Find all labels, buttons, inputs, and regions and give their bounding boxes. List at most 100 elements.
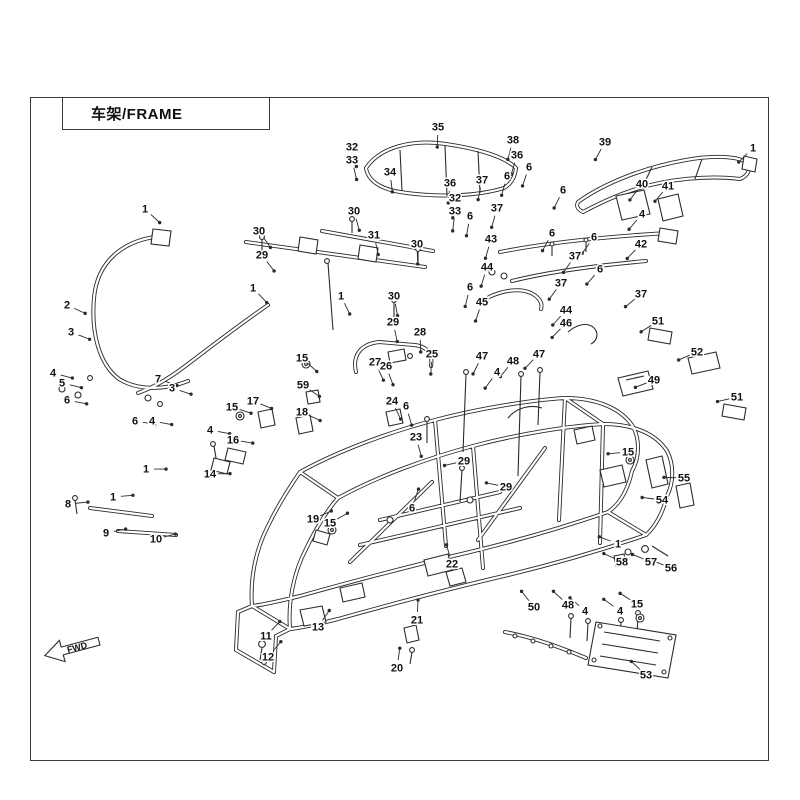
part-callout-1: 1 — [250, 283, 256, 295]
callout-leader — [466, 223, 470, 236]
callout-dot — [354, 164, 359, 169]
part-callout-33: 33 — [346, 155, 358, 167]
callout-leader — [500, 366, 509, 377]
part-callout-1: 1 — [143, 464, 149, 476]
part-callout-6: 6 — [403, 401, 409, 413]
part-callout-12: 12 — [262, 652, 274, 664]
callout-dot — [419, 350, 423, 354]
diagram-border — [30, 97, 769, 761]
part-callout-37: 37 — [555, 278, 567, 290]
part-callout-36: 36 — [511, 150, 523, 162]
callout-dot — [602, 551, 606, 556]
callout-dot — [623, 304, 628, 309]
part-callout-4: 4 — [207, 425, 214, 437]
callout-leader — [344, 303, 351, 315]
part-callout-38: 38 — [507, 135, 519, 147]
fwd-arrow: FWD — [43, 636, 101, 663]
part-callout-30: 30 — [253, 226, 265, 238]
part-callout-1: 1 — [110, 492, 116, 504]
callout-dot — [639, 330, 643, 334]
part-callout-1: 1 — [338, 291, 344, 303]
callout-dot — [79, 385, 84, 390]
part-callout-15: 15 — [622, 447, 634, 459]
callout-dot — [279, 639, 283, 644]
part-callout-30: 30 — [411, 239, 423, 251]
callout-dot — [376, 252, 380, 257]
callout-dot — [451, 216, 455, 220]
part-callout-36: 36 — [444, 178, 456, 190]
callout-dot — [381, 378, 386, 382]
part-callout-19: 19 — [307, 514, 319, 526]
callout-dot — [442, 463, 447, 468]
part-callout-22: 22 — [446, 559, 458, 571]
callout-leader — [542, 239, 549, 251]
callout-dot — [354, 177, 359, 182]
callout-dot — [329, 509, 334, 513]
part-callout-43: 43 — [485, 234, 497, 246]
callout-leader — [586, 274, 596, 285]
callout-dot — [471, 372, 475, 376]
callout-dot — [123, 527, 128, 531]
callout-dot — [398, 646, 402, 650]
callout-dot — [173, 532, 178, 536]
callout-leader — [320, 510, 332, 517]
callout-leader — [217, 431, 230, 435]
callout-dot — [627, 227, 631, 231]
part-callout-6: 6 — [591, 232, 597, 244]
part-callout-42: 42 — [635, 239, 647, 251]
part-callout-18: 18 — [296, 407, 308, 419]
callout-dot — [347, 312, 352, 316]
part-callout-4: 4 — [582, 606, 589, 618]
callout-leader — [266, 261, 275, 272]
callout-dot — [409, 423, 414, 427]
callout-dot — [597, 535, 602, 539]
part-callout-45: 45 — [476, 297, 488, 309]
callout-dot — [585, 282, 589, 286]
part-callout-25: 25 — [426, 349, 438, 361]
callout-dot — [429, 372, 433, 376]
callout-dot — [633, 385, 638, 390]
callout-leader — [635, 382, 647, 388]
callout-leader — [654, 191, 664, 202]
part-callout-4: 4 — [494, 367, 501, 379]
callout-leader — [631, 661, 641, 670]
part-callout-6: 6 — [526, 162, 532, 174]
callout-dot — [327, 608, 331, 613]
part-callout-4: 4 — [50, 368, 57, 380]
callout-dot — [464, 233, 469, 238]
callout-leader — [480, 274, 486, 287]
callout-dot — [561, 270, 566, 275]
callout-dot — [131, 493, 135, 497]
callout-leader — [452, 218, 455, 231]
callout-leader — [355, 218, 360, 231]
part-callout-56: 56 — [665, 563, 677, 575]
part-callout-20: 20 — [391, 663, 403, 675]
callout-leader — [239, 409, 252, 414]
callout-leader — [628, 219, 638, 230]
part-callout-15: 15 — [226, 402, 238, 414]
callout-leader — [510, 162, 516, 175]
callout-dot — [473, 319, 478, 323]
callout-dot — [164, 467, 168, 471]
callout-leader — [159, 421, 172, 425]
part-callout-1: 1 — [615, 539, 621, 551]
callout-dot — [395, 339, 399, 344]
callout-dot — [737, 160, 741, 164]
part-callout-29: 29 — [500, 482, 512, 494]
callout-dot — [249, 411, 253, 415]
part-callout-6: 6 — [132, 416, 138, 428]
callout-dot — [629, 659, 634, 664]
callout-leader — [78, 334, 90, 340]
callout-dot — [416, 487, 421, 491]
callout-dot — [251, 441, 255, 445]
callout-leader — [625, 298, 636, 307]
callout-dot — [318, 418, 322, 423]
part-callout-28: 28 — [414, 327, 426, 339]
part-callout-54: 54 — [656, 495, 669, 507]
callout-leader — [444, 462, 457, 466]
callout-dot — [625, 256, 629, 261]
callout-leader — [417, 444, 422, 457]
callout-leader — [394, 303, 398, 316]
callout-dot — [628, 198, 632, 202]
callout-dot — [416, 598, 420, 602]
